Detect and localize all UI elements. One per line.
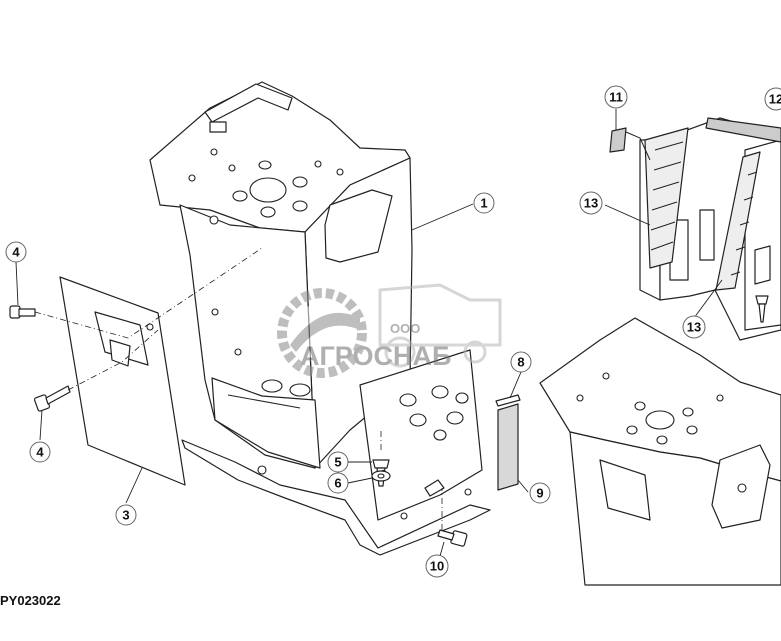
bolt-part-4-lower <box>33 385 71 412</box>
cover-panel-part-3 <box>59 276 186 486</box>
callout-13-lower: 13 <box>682 315 706 339</box>
callout-10: 10 <box>425 554 449 578</box>
watermark: ООО АГРОСНАБ <box>277 283 502 378</box>
callout-label: 6 <box>334 476 341 491</box>
callout-8: 8 <box>510 351 532 373</box>
callout-label: 5 <box>334 455 341 470</box>
figure-id: PY023022 <box>0 593 61 608</box>
right-detail-screw <box>755 295 769 323</box>
right-detail-housing <box>539 317 781 586</box>
callout-label: 4 <box>12 245 20 260</box>
callout-12: 12 <box>764 87 781 111</box>
callout-label: 3 <box>122 508 129 523</box>
callout-label: 13 <box>584 196 598 211</box>
serrated-strip-part-13-right <box>715 151 761 291</box>
watermark-prefix: ООО <box>390 321 420 336</box>
bolt-part-10 <box>437 529 468 547</box>
washer-part-6 <box>371 470 391 482</box>
callout-label: 10 <box>430 559 444 574</box>
callout-3: 3 <box>115 504 137 526</box>
base-plate <box>181 349 491 556</box>
callout-4-lower: 4 <box>29 441 51 463</box>
callout-4-upper: 4 <box>5 241 27 263</box>
callout-1: 1 <box>473 192 495 214</box>
leader-lines <box>15 109 723 557</box>
callout-label: 12 <box>769 92 781 107</box>
callout-label: 1 <box>480 196 487 211</box>
callout-9: 9 <box>529 482 551 504</box>
callout-label: 8 <box>517 355 524 370</box>
callout-6: 6 <box>327 472 349 494</box>
strip-part-12 <box>705 117 781 143</box>
callout-label: 13 <box>687 320 701 335</box>
callout-5: 5 <box>327 451 349 473</box>
watermark-logo <box>277 283 502 378</box>
clip-part-11 <box>609 127 651 161</box>
callout-11: 11 <box>604 85 628 109</box>
callout-label: 4 <box>36 445 44 460</box>
callout-13-upper: 13 <box>579 191 603 215</box>
bolt-part-4-upper <box>9 305 36 319</box>
callout-label: 11 <box>609 90 623 105</box>
foam-strip-part-9 <box>497 403 519 491</box>
watermark-brand: АГРОСНАБ <box>300 341 451 371</box>
callout-label: 9 <box>536 486 543 501</box>
serrated-strip-part-13-left <box>644 127 689 269</box>
